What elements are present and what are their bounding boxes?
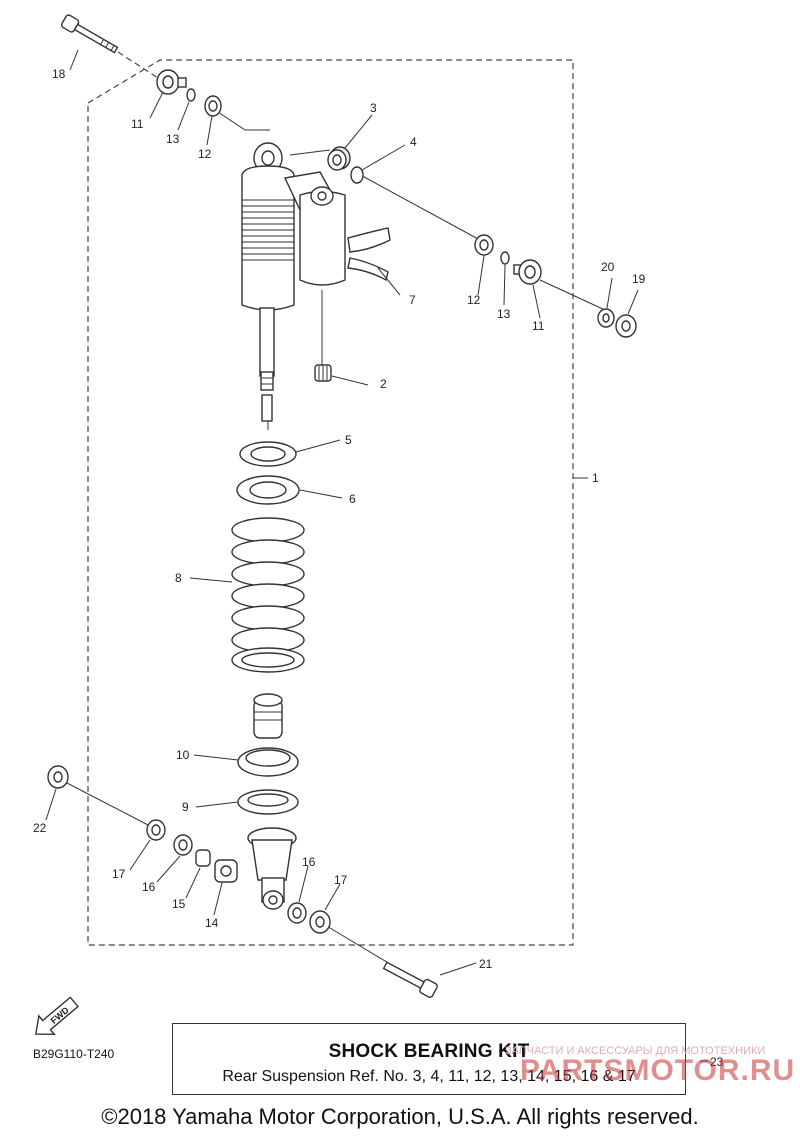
- callout-22: 22: [33, 821, 47, 835]
- callout-19: 19: [632, 272, 646, 286]
- part-21-bolt: [382, 961, 438, 998]
- part-19-nut: [615, 314, 637, 338]
- part-18-bolt: [60, 14, 119, 54]
- fwd-arrow: FWD: [35, 996, 79, 1035]
- callout-13-upper: 13: [166, 132, 180, 146]
- part-17-washer-right: [309, 910, 331, 934]
- part-12-washer-upper: [204, 95, 222, 117]
- callout-8: 8: [175, 571, 182, 585]
- shock-absorber-assembly: [241, 142, 346, 391]
- callout-20: 20: [601, 260, 615, 274]
- callout-leaders: [45, 49, 639, 976]
- shock-bearing-kit-box: SHOCK BEARING KIT Rear Suspension Ref. N…: [172, 1023, 686, 1095]
- part-bump-stop: [253, 693, 283, 739]
- part-13-oring-right: [500, 251, 510, 265]
- callout-6: 6: [349, 492, 356, 506]
- part-4-circlip: [350, 166, 364, 184]
- part-16-collar-right: [287, 902, 307, 924]
- callout-5: 5: [345, 433, 352, 447]
- watermark-logo: PARTSMOTOR.RU: [520, 1054, 796, 1087]
- part-15-sleeve: [195, 849, 211, 867]
- callout-11-right: 11: [532, 319, 545, 333]
- part-8-spring: [231, 517, 305, 673]
- callout-1: 1: [592, 471, 599, 485]
- callout-9: 9: [182, 800, 189, 814]
- callout-14: 14: [205, 916, 219, 930]
- part-9-spring-seat: [237, 789, 299, 815]
- callout-13-right: 13: [497, 307, 511, 321]
- copyright-notice: ©2018 Yamaha Motor Corporation, U.S.A. A…: [101, 1104, 699, 1129]
- part-14-bearing: [214, 859, 238, 883]
- part-11-collar-right: [513, 259, 542, 285]
- part-10-spring-guide: [237, 747, 299, 777]
- part-5-locknut: [239, 441, 297, 467]
- kit-title: SHOCK BEARING KIT: [328, 1041, 530, 1062]
- watermark-tagline: ЗАПЧАСТИ И АКСЕССУАРЫ ДЛЯ МОТОТЕХНИКИ: [505, 1045, 766, 1057]
- part-11-collar-upper: [156, 69, 187, 95]
- part-16-collar-left: [173, 834, 193, 856]
- part-7-band: [347, 227, 391, 282]
- callout-12-upper: 12: [198, 147, 212, 161]
- callout-21: 21: [479, 957, 493, 971]
- part-20-washer: [597, 308, 615, 328]
- callout-17-left: 17: [112, 867, 126, 881]
- callout-18: 18: [52, 67, 66, 81]
- part-pin: [261, 394, 273, 422]
- callout-2: 2: [380, 377, 387, 391]
- callout-12-right: 12: [467, 293, 481, 307]
- part-3-bearing: [327, 146, 351, 171]
- callout-16-right: 16: [302, 855, 316, 869]
- part-lower-clevis: [247, 827, 297, 910]
- part-17-washer-left: [146, 819, 166, 841]
- part-12-washer-right: [474, 234, 494, 256]
- callout-11-upper: 11: [131, 117, 144, 131]
- callout-7: 7: [409, 293, 416, 307]
- leader-lines: [64, 51, 708, 1062]
- callout-4: 4: [410, 135, 417, 149]
- callout-10: 10: [176, 748, 190, 762]
- drawing-code: B29G110-T240: [33, 1047, 115, 1061]
- part-22-nut: [47, 765, 69, 789]
- callout-16-left: 16: [142, 880, 156, 894]
- part-2-cap: [314, 364, 332, 382]
- callout-numbers: 1 2 3 4 5 6 7 8 9 10 11 11 12 12 13 13 1…: [33, 67, 724, 1069]
- callout-17-right: 17: [334, 873, 348, 887]
- part-13-oring-upper: [186, 88, 196, 102]
- callout-23: 23: [710, 1055, 724, 1069]
- part-6-adjusting-nut: [236, 475, 300, 505]
- callout-3: 3: [370, 101, 377, 115]
- callout-15: 15: [172, 897, 186, 911]
- kit-subtitle: Rear Suspension Ref. No. 3, 4, 11, 12, 1…: [222, 1068, 636, 1085]
